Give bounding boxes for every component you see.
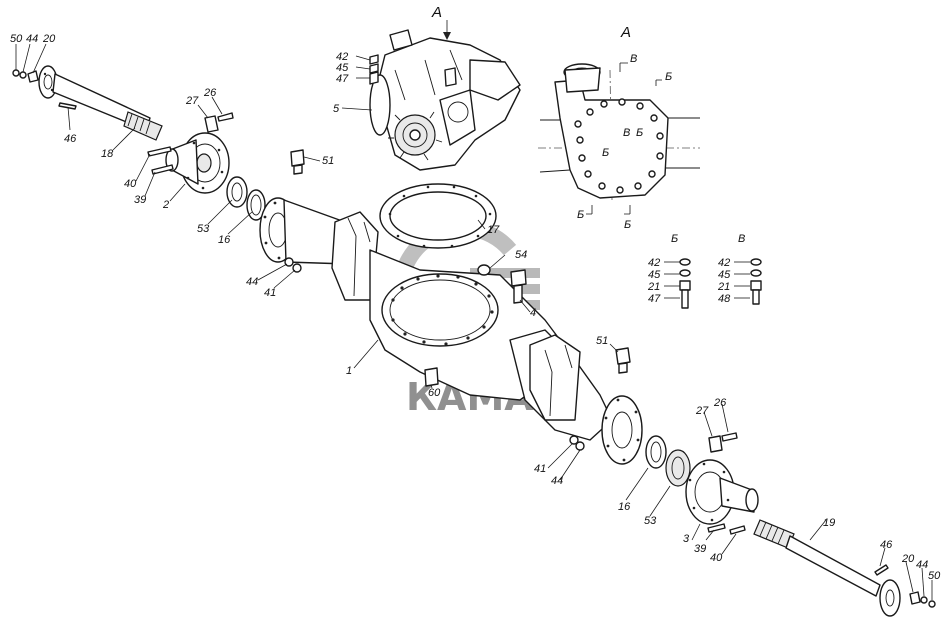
- right-small-fasteners: [909, 591, 936, 608]
- right-hub: [685, 432, 759, 535]
- callout-44-left: 44: [26, 33, 38, 45]
- callout-53-right: 53: [644, 515, 657, 527]
- callout-60: 60: [428, 387, 441, 399]
- callout-45-top: 45: [336, 62, 349, 74]
- left-axle-shaft: [38, 65, 163, 141]
- callout-20-right: 20: [901, 553, 915, 565]
- section-mark-v-mid: В: [623, 127, 630, 139]
- drain-plug-60: [424, 367, 439, 387]
- callout-3: 3: [683, 533, 690, 545]
- callout-54: 54: [515, 249, 527, 261]
- callout-50-right: 50: [928, 570, 941, 582]
- callout-47-top: 47: [336, 73, 349, 85]
- right-breather: [615, 347, 631, 374]
- callout-46-right: 46: [880, 539, 893, 551]
- callout-42-top: 42: [336, 51, 348, 63]
- final-drive-assembly: [369, 29, 521, 171]
- callout-18: 18: [101, 148, 114, 160]
- callout-16-right: 16: [618, 501, 631, 513]
- view-a-label: А: [431, 4, 442, 21]
- section-table-v: В 42 45 21 48: [717, 233, 762, 305]
- callout-27-top: 27: [185, 95, 199, 107]
- callout-1: 1: [346, 365, 352, 377]
- table-b-item-1: 42: [648, 257, 660, 269]
- table-v-title: В: [738, 233, 745, 245]
- callout-4: 4: [530, 307, 536, 319]
- right-seal-and-ring: [645, 435, 691, 487]
- fitting-4: [510, 269, 527, 304]
- callout-53-left: 53: [197, 223, 210, 235]
- callout-labels: 50 44 20 46 18 27 26 40 39 2 53 16 51 44…: [10, 33, 941, 582]
- callout-2: 2: [162, 199, 169, 211]
- callout-44-right: 44: [916, 559, 928, 571]
- left-breather: [290, 149, 305, 175]
- callout-17: 17: [487, 224, 500, 236]
- table-b-item-3: 21: [647, 281, 660, 293]
- gasket-ring-17: [379, 183, 497, 249]
- callout-41-mid: 41: [264, 287, 276, 299]
- table-v-item-3: 21: [717, 281, 730, 293]
- leader-lines: [15, 43, 933, 600]
- callout-19: 19: [823, 517, 835, 529]
- detail-view-title: А: [620, 24, 631, 41]
- callout-39-left: 39: [134, 194, 146, 206]
- section-mark-b-top: Б: [665, 71, 672, 83]
- section-table-b: Б 42 45 21 47: [647, 233, 691, 309]
- axle-housing: [259, 197, 643, 465]
- left-seal-and-ring: [226, 176, 266, 221]
- table-v-item-1: 42: [718, 257, 730, 269]
- table-v-item-2: 45: [718, 269, 731, 281]
- callout-51-right: 51: [596, 335, 608, 347]
- housing-bolt-holes: [391, 274, 494, 346]
- callout-40-right: 40: [710, 552, 723, 564]
- callout-50-left: 50: [10, 33, 23, 45]
- detail-bolts: [574, 98, 664, 194]
- left-small-fasteners: [12, 69, 39, 83]
- section-mark-v-top: В: [630, 53, 637, 65]
- callout-40-left: 40: [124, 178, 137, 190]
- watermark-bar-1: [470, 268, 540, 278]
- callout-20-left: 20: [42, 33, 56, 45]
- callout-27-right: 27: [695, 405, 709, 417]
- callout-39-right: 39: [694, 543, 706, 555]
- table-b-title: Б: [671, 233, 678, 245]
- callout-44-low: 44: [551, 475, 563, 487]
- callout-26-top: 26: [203, 87, 217, 99]
- callout-46-left: 46: [64, 133, 77, 145]
- plug-54: [477, 264, 491, 276]
- table-b-item-4: 47: [648, 293, 661, 305]
- right-axle-shaft: [753, 519, 901, 617]
- callout-5: 5: [333, 103, 340, 115]
- section-mark-b-mid: Б: [636, 127, 643, 139]
- callout-44-mid: 44: [246, 276, 258, 288]
- detail-view-a: А В Б Б В Б Б Б: [538, 24, 700, 231]
- view-a-arrow: А: [431, 4, 451, 40]
- section-mark-b-left: Б: [577, 209, 584, 221]
- callout-16-left: 16: [218, 234, 231, 246]
- table-b-item-2: 45: [648, 269, 661, 281]
- callout-41-low: 41: [534, 463, 546, 475]
- section-mark-b-center: Б: [602, 147, 609, 159]
- callout-26-right: 26: [713, 397, 727, 409]
- callout-51-top: 51: [322, 155, 334, 167]
- left-hub: [147, 112, 234, 194]
- section-mark-b-bottom: Б: [624, 219, 631, 231]
- table-v-item-4: 48: [718, 293, 731, 305]
